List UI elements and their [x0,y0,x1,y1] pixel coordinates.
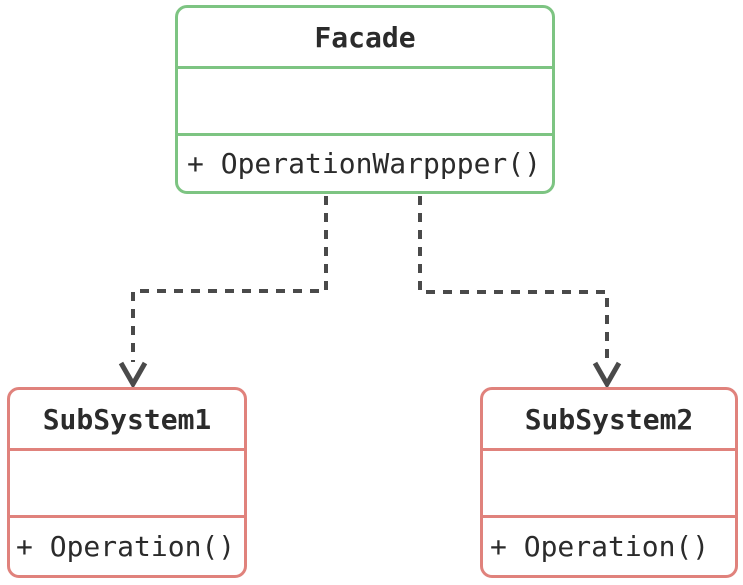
arrowhead-down-icon [592,361,622,390]
class-name: SubSystem1 [10,390,244,451]
class-method: + OperationWarppper() [187,147,542,180]
class-fields-section [10,451,244,518]
class-box-subsystem2: SubSystem2 + Operation() [480,387,738,578]
class-method: + Operation() [16,530,236,563]
class-fields-section [483,451,735,518]
class-method: + Operation() [490,530,710,563]
class-name: Facade [178,8,552,69]
class-box-facade: Facade + OperationWarppper() [175,5,555,194]
dependency-edge-facade-subsystem1 [131,196,328,362]
dependency-edge-facade-subsystem2 [418,196,609,362]
arrowhead-down-icon [118,361,148,390]
class-fields-section [178,69,552,136]
class-name: SubSystem2 [483,390,735,451]
class-box-subsystem1: SubSystem1 + Operation() [7,387,247,578]
